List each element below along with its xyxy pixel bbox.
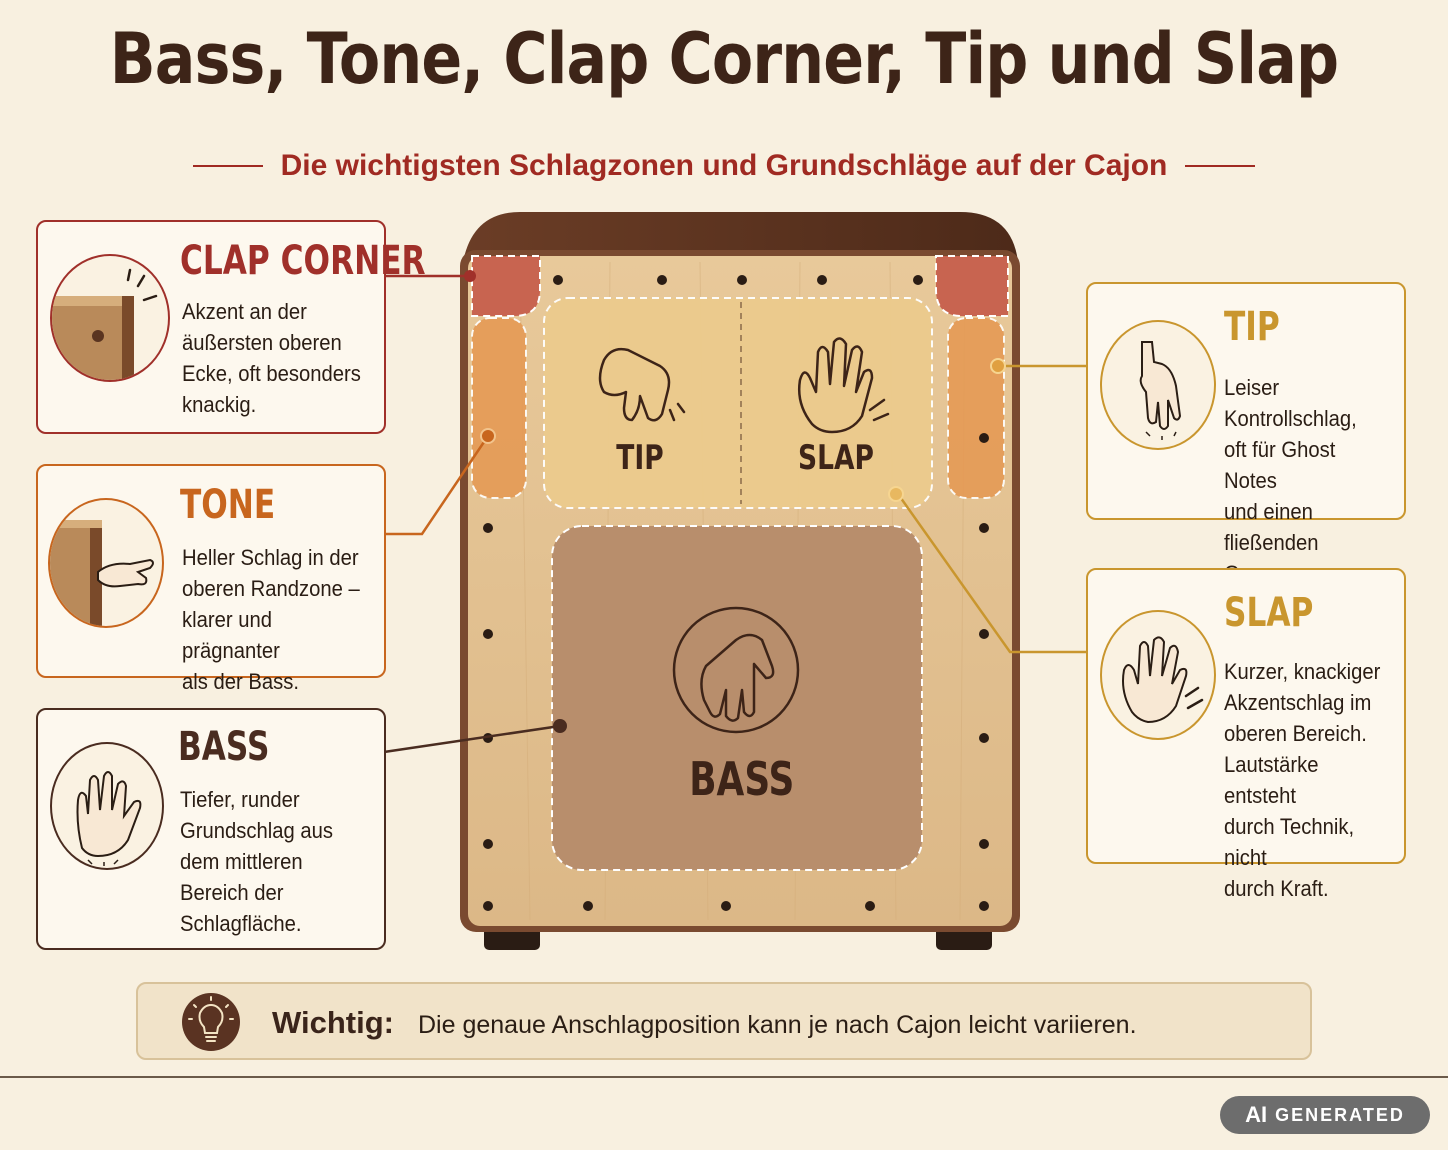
slap-title: SLAP [1224, 590, 1314, 636]
tone-title: TONE [180, 482, 276, 528]
lightbulb-icon [182, 993, 240, 1051]
zone-tone-left [471, 317, 527, 499]
card-bass: BASS Tiefer, runder Grundschlag aus dem … [36, 708, 386, 950]
cajon-label-bass: BASS [689, 752, 795, 806]
bass-illustration [50, 742, 164, 870]
zone-bass [551, 525, 923, 871]
cajon-label-tip: TIP [616, 438, 664, 478]
bass-title: BASS [178, 724, 270, 770]
clap-corner-text: Akzent an der äußersten oberen Ecke, oft… [182, 299, 361, 417]
card-tone: TONE Heller Schlag in der oberen Randzon… [36, 464, 386, 694]
bass-hand-icon [700, 633, 775, 722]
tip-text: Leiser Kontrollschlag, oft für Ghost Not… [1224, 375, 1357, 586]
zone-tone-right [947, 317, 1005, 499]
cajon-label-slap: SLAP [798, 438, 874, 478]
card-slap: SLAP Kurzer, knackiger Akzentschlag im o… [1086, 568, 1406, 901]
page-title: Bass, Tone, Clap Corner, Tip und Slap [109, 18, 1339, 100]
bass-text: Tiefer, runder Grundschlag aus dem mittl… [180, 787, 334, 936]
footer-divider [0, 1076, 1448, 1078]
note-text: Die genaue Anschlagposition kann je nach… [418, 1011, 1137, 1039]
slap-hand-icon [798, 337, 890, 434]
connector-slap [896, 493, 1088, 654]
slap-illustration [1100, 610, 1216, 740]
zone-clap-left [471, 255, 541, 317]
zone-clap-right [935, 255, 1009, 317]
tone-text: Heller Schlag in der oberen Randzone – k… [182, 545, 360, 694]
connector-dots [464, 270, 1006, 733]
note-label: Wichtig: [272, 1005, 394, 1040]
connector-tone [384, 435, 490, 536]
badge-ai: AI [1245, 1102, 1268, 1127]
subtitle-rule-left [192, 165, 263, 167]
tip-illustration [1100, 320, 1216, 450]
tone-illustration [48, 498, 164, 628]
clap-corner-title: CLAP CORNER [180, 238, 426, 284]
clap-corner-illustration [50, 254, 170, 382]
badge-generated: GENERATED [1275, 1104, 1405, 1125]
tip-hand-icon [598, 347, 686, 422]
card-clap-corner: CLAP CORNER Akzent an der äußersten ober… [36, 220, 426, 434]
connector-lines [383, 274, 1088, 754]
subtitle-row: Die wichtigsten Schlagzonen und Grundsch… [0, 146, 1448, 186]
page-subtitle: Die wichtigsten Schlagzonen und Grundsch… [280, 149, 1168, 182]
slap-text: Kurzer, knackiger Akzentschlag im oberen… [1224, 659, 1381, 901]
zone-tip-slap [543, 297, 933, 509]
ai-generated-badge: AI GENERATED [1220, 1096, 1430, 1134]
tip-title: TIP [1224, 304, 1280, 350]
connector-bass [383, 724, 561, 754]
important-note: Wichtig: Die genaue Anschlagposition kan… [136, 982, 1312, 1060]
subtitle-rule-right [1185, 165, 1256, 167]
card-tip: TIP Leiser Kontrollschlag, oft für Ghost… [1086, 282, 1406, 586]
bass-hand-circle [672, 606, 800, 734]
cajon-screws [483, 275, 989, 911]
